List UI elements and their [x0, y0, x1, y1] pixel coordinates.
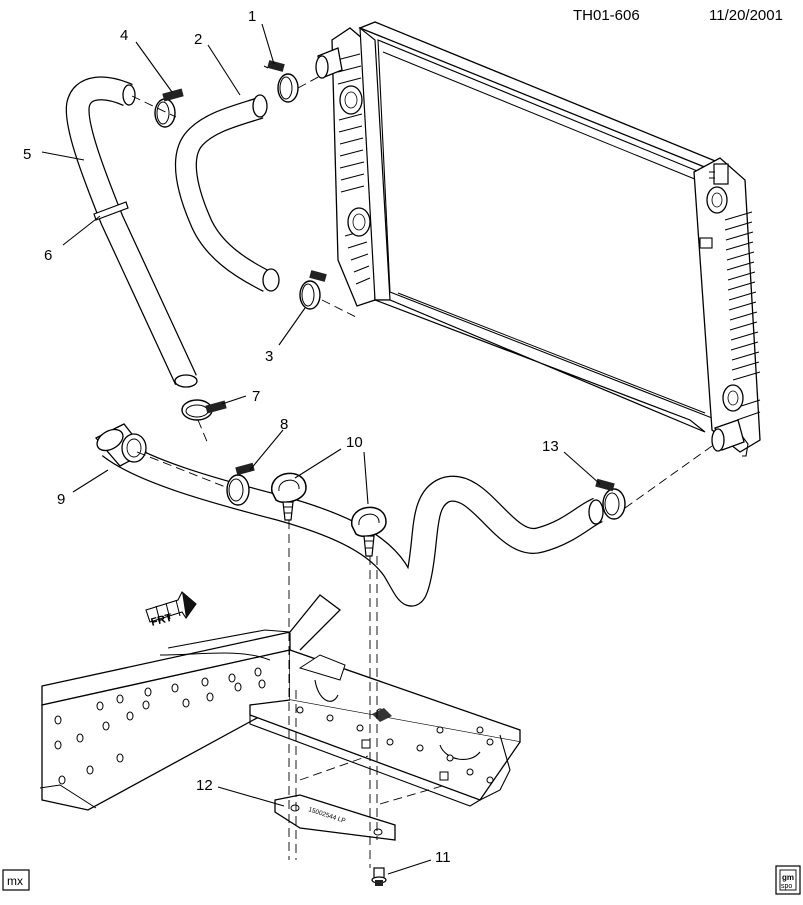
radiator-right-tank [693, 157, 761, 453]
gm-spo-badge: gm spo [775, 865, 801, 895]
bracket-bolt [371, 867, 387, 886]
hose-support-clip-right [351, 506, 387, 557]
callout-labels: 1 2 3 4 5 6 7 8 9 10 11 12 13 [23, 8, 559, 866]
radiator-filler-neck [713, 163, 729, 185]
radiator-right-lower-port [722, 384, 744, 412]
mx-badge: mx [2, 869, 30, 891]
radiator-right-upper-port [706, 186, 728, 214]
radiator-left-upper-port [339, 85, 363, 115]
callout-7: 7 [252, 388, 260, 405]
gm-badge-text: gm [782, 873, 794, 882]
callout-12: 12 [196, 777, 213, 794]
lower-radiator-hose [94, 423, 604, 607]
callout-5: 5 [23, 146, 31, 163]
hose-clamp-1 [263, 60, 299, 103]
radiator-right-tank-fins [724, 211, 761, 421]
callout-6: 6 [44, 247, 52, 264]
hose-strap [93, 201, 129, 221]
callout-2: 2 [194, 31, 202, 48]
callout-10: 10 [346, 434, 363, 451]
mx-badge-text: mx [7, 874, 23, 888]
frame-crossmember [39, 594, 521, 811]
front-arrow-label: FRT [150, 612, 174, 629]
callout-1: 1 [248, 8, 256, 25]
callout-13: 13 [542, 438, 559, 455]
radiator [315, 21, 761, 457]
bypass-hose [65, 76, 198, 388]
hose-clamp-7 [181, 399, 227, 421]
hose-clamp-3 [299, 270, 327, 310]
callout-8: 8 [280, 416, 288, 433]
hose-clamp-8 [226, 462, 255, 506]
upper-radiator-hose [174, 94, 280, 292]
callout-4: 4 [120, 27, 128, 44]
alignment-lines [131, 74, 713, 868]
leader-lines [41, 23, 601, 875]
callout-3: 3 [265, 348, 273, 365]
frame-holes [54, 667, 494, 785]
front-direction-arrow: FRT [145, 591, 197, 629]
drawing-date: 11/20/2001 [709, 7, 783, 24]
callout-9: 9 [57, 491, 65, 508]
hose-clamp-13 [595, 478, 626, 520]
radiator-left-lower-port [347, 207, 371, 237]
drawing-id: TH01-606 [573, 7, 640, 24]
hose-clamp-4 [154, 88, 184, 128]
hose-support-clip-left [271, 472, 307, 521]
hose-bracket-plate: 15002544 LP [274, 794, 396, 841]
spo-badge-text: spo [781, 883, 792, 890]
callout-11: 11 [435, 849, 451, 866]
